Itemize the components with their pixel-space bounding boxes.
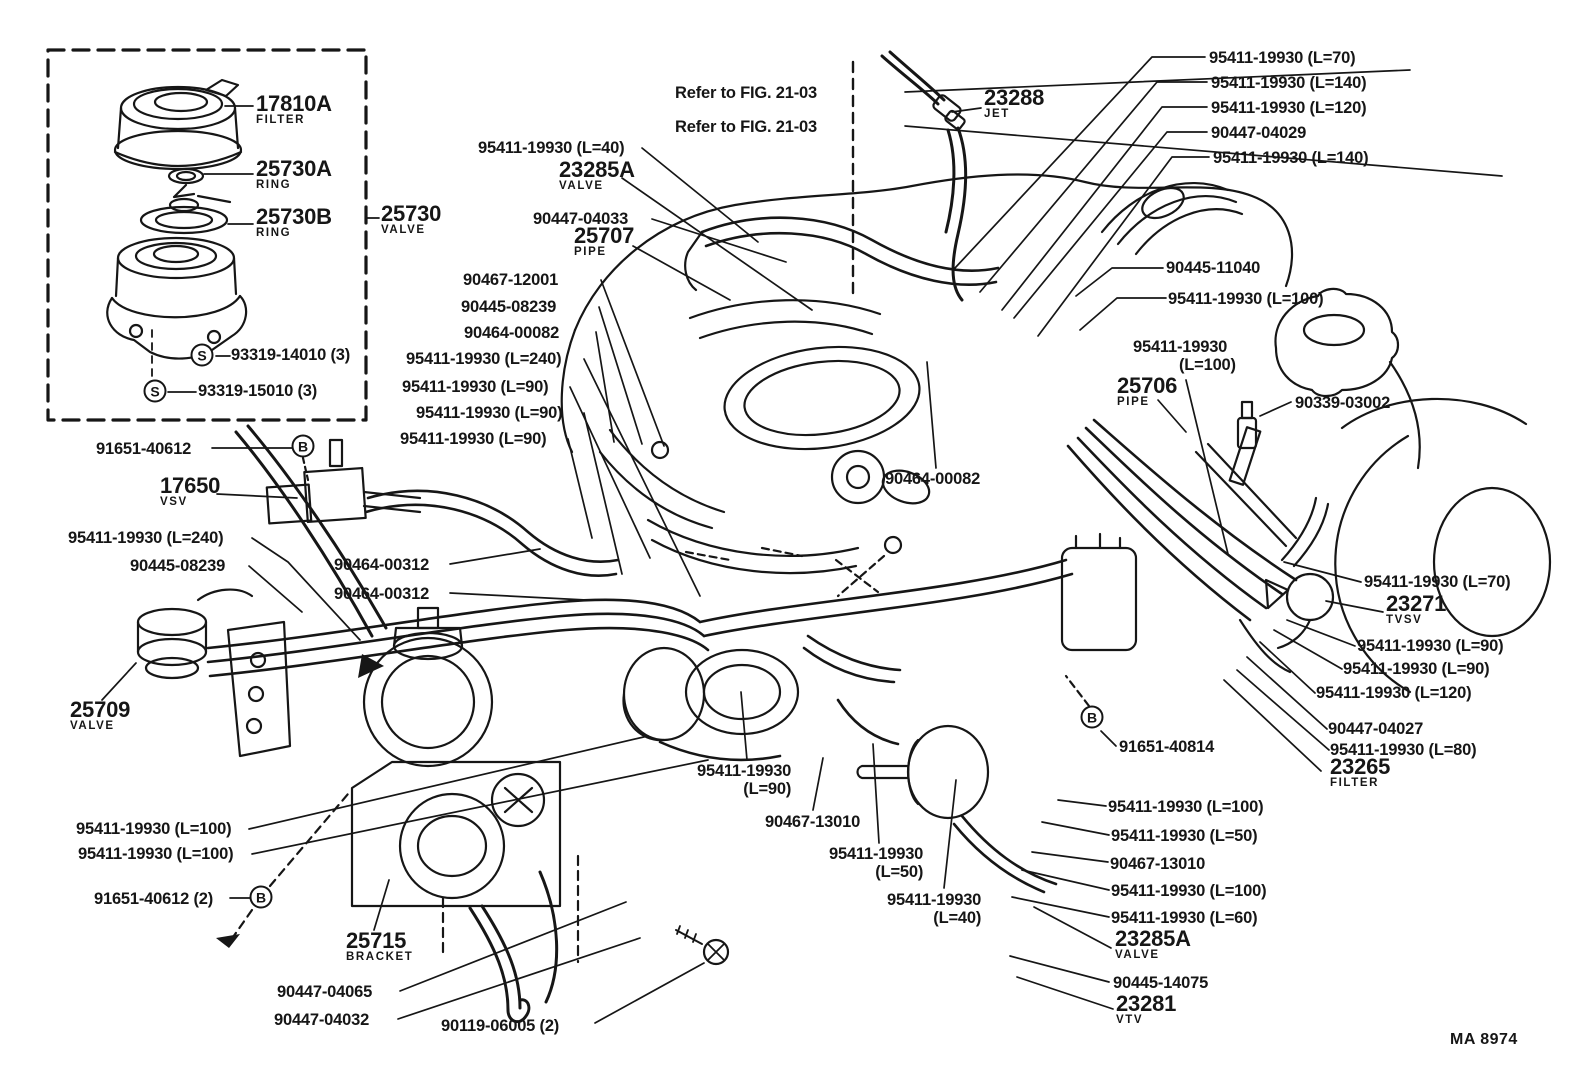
arrow-heads (216, 654, 384, 948)
inset-box-art (46, 48, 368, 422)
engine-art (136, 50, 1552, 1024)
dashed-lines (229, 60, 1091, 964)
figure-code: MA 8974 (1450, 1031, 1518, 1048)
leader-lines (101, 56, 1503, 1024)
